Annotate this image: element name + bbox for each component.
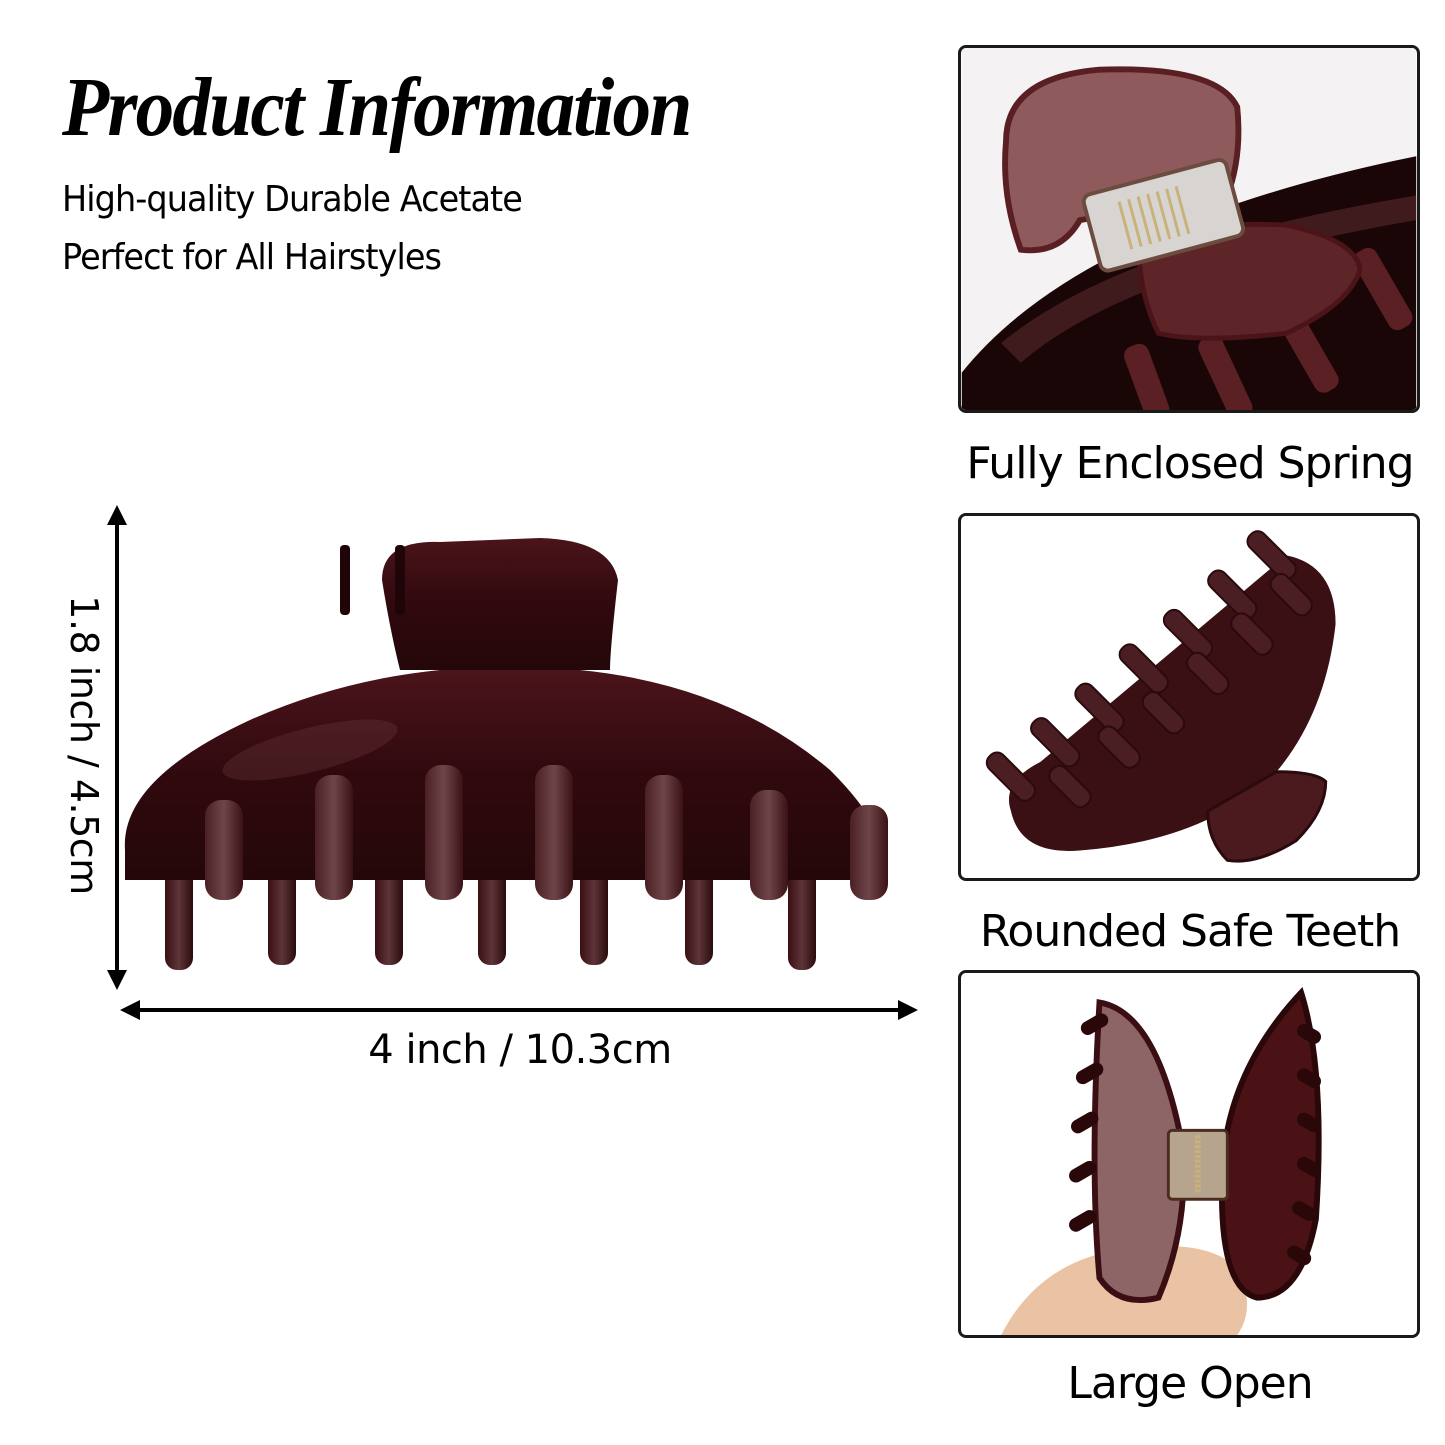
feature-panel-spring (958, 45, 1420, 413)
feature-caption-large-open: Large Open (1067, 1358, 1313, 1409)
height-dimension-label: 1.8 inch / 4.5cm (62, 595, 106, 895)
spring-closeup-image (961, 48, 1417, 410)
feature-line-material: High-quality Durable Acetate (62, 179, 523, 220)
height-arrow-bottom-icon (107, 970, 127, 990)
feature-caption-teeth: Rounded Safe Teeth (979, 906, 1401, 957)
page-title: Product Information (62, 61, 692, 154)
teeth-side-view-image (961, 516, 1417, 878)
feature-caption-spring: Fully Enclosed Spring (966, 438, 1414, 489)
width-dimension-line (130, 1008, 910, 1012)
main-clip-image (110, 520, 910, 980)
height-dimension-line (115, 512, 119, 982)
claw-clip-illustration (124, 538, 888, 970)
clip-open-in-hand-image (961, 973, 1417, 1335)
feature-line-hairstyles: Perfect for All Hairstyles (62, 237, 442, 278)
width-arrow-right-icon (898, 1000, 918, 1020)
feature-panel-large-open (958, 970, 1420, 1338)
feature-panel-teeth (958, 513, 1420, 881)
width-dimension-label: 4 inch / 10.3cm (368, 1027, 672, 1073)
